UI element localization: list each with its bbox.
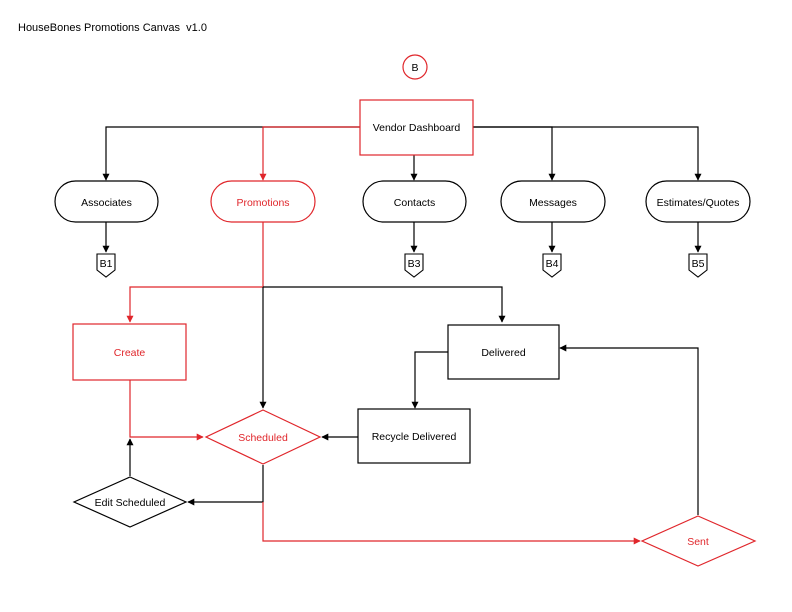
pill-estimates-label: Estimates/Quotes	[657, 197, 740, 209]
pill-contacts-label: Contacts	[394, 197, 435, 209]
vendor-dashboard-node: Vendor Dashboard	[359, 99, 474, 156]
pill-estimates: Estimates/Quotes	[645, 180, 751, 223]
sent-node: Sent	[640, 515, 757, 567]
pill-messages: Messages	[500, 180, 606, 223]
connector-b4-label: B4	[546, 258, 559, 270]
page-title: HouseBones Promotions Canvas v1.0	[18, 22, 207, 34]
connector-b5: B5	[688, 253, 708, 278]
pill-contacts: Contacts	[362, 180, 467, 223]
connector-b5-label: B5	[692, 258, 705, 270]
connector-b3: B3	[404, 253, 424, 278]
edit-scheduled-node: Edit Scheduled	[72, 476, 188, 528]
edge-create-scheduled	[129, 380, 204, 441]
pill-associates: Associates	[54, 180, 159, 223]
edge-promotions-delivered	[263, 286, 506, 323]
edge-promotions-create	[126, 222, 264, 323]
scheduled-node: Scheduled	[204, 409, 322, 465]
pill-messages-label: Messages	[529, 197, 577, 209]
scheduled-label: Scheduled	[238, 432, 288, 444]
edit-scheduled-label: Edit Scheduled	[95, 497, 166, 509]
edge-scheduled-sent	[262, 502, 641, 545]
edge-delivered-recycle	[411, 351, 448, 409]
edge-dashboard-promotions	[259, 126, 360, 181]
edge-sent-delivered	[559, 344, 699, 515]
pill-promotions-label: Promotions	[236, 197, 289, 209]
connector-b3-label: B3	[408, 258, 421, 270]
edge-scheduled-edit	[187, 465, 264, 506]
vendor-dashboard-label: Vendor Dashboard	[373, 122, 461, 134]
delivered-node: Delivered	[447, 324, 560, 380]
pill-promotions: Promotions	[210, 180, 316, 223]
create-label: Create	[114, 347, 146, 359]
recycle-delivered-node: Recycle Delivered	[357, 408, 471, 464]
edge-dashboard-estimates	[473, 126, 702, 181]
pill-associates-label: Associates	[81, 197, 132, 209]
edge-dashboard-associates	[102, 126, 360, 181]
sent-label: Sent	[687, 536, 709, 548]
page-marker: B	[402, 54, 428, 80]
connector-b1: B1	[96, 253, 116, 278]
delivered-label: Delivered	[481, 347, 526, 359]
connector-b1-label: B1	[100, 258, 113, 270]
edge-dashboard-messages	[473, 126, 556, 181]
page-marker-label: B	[411, 62, 418, 74]
connector-b4: B4	[542, 253, 562, 278]
recycle-delivered-label: Recycle Delivered	[372, 431, 457, 443]
create-node: Create	[72, 323, 187, 381]
